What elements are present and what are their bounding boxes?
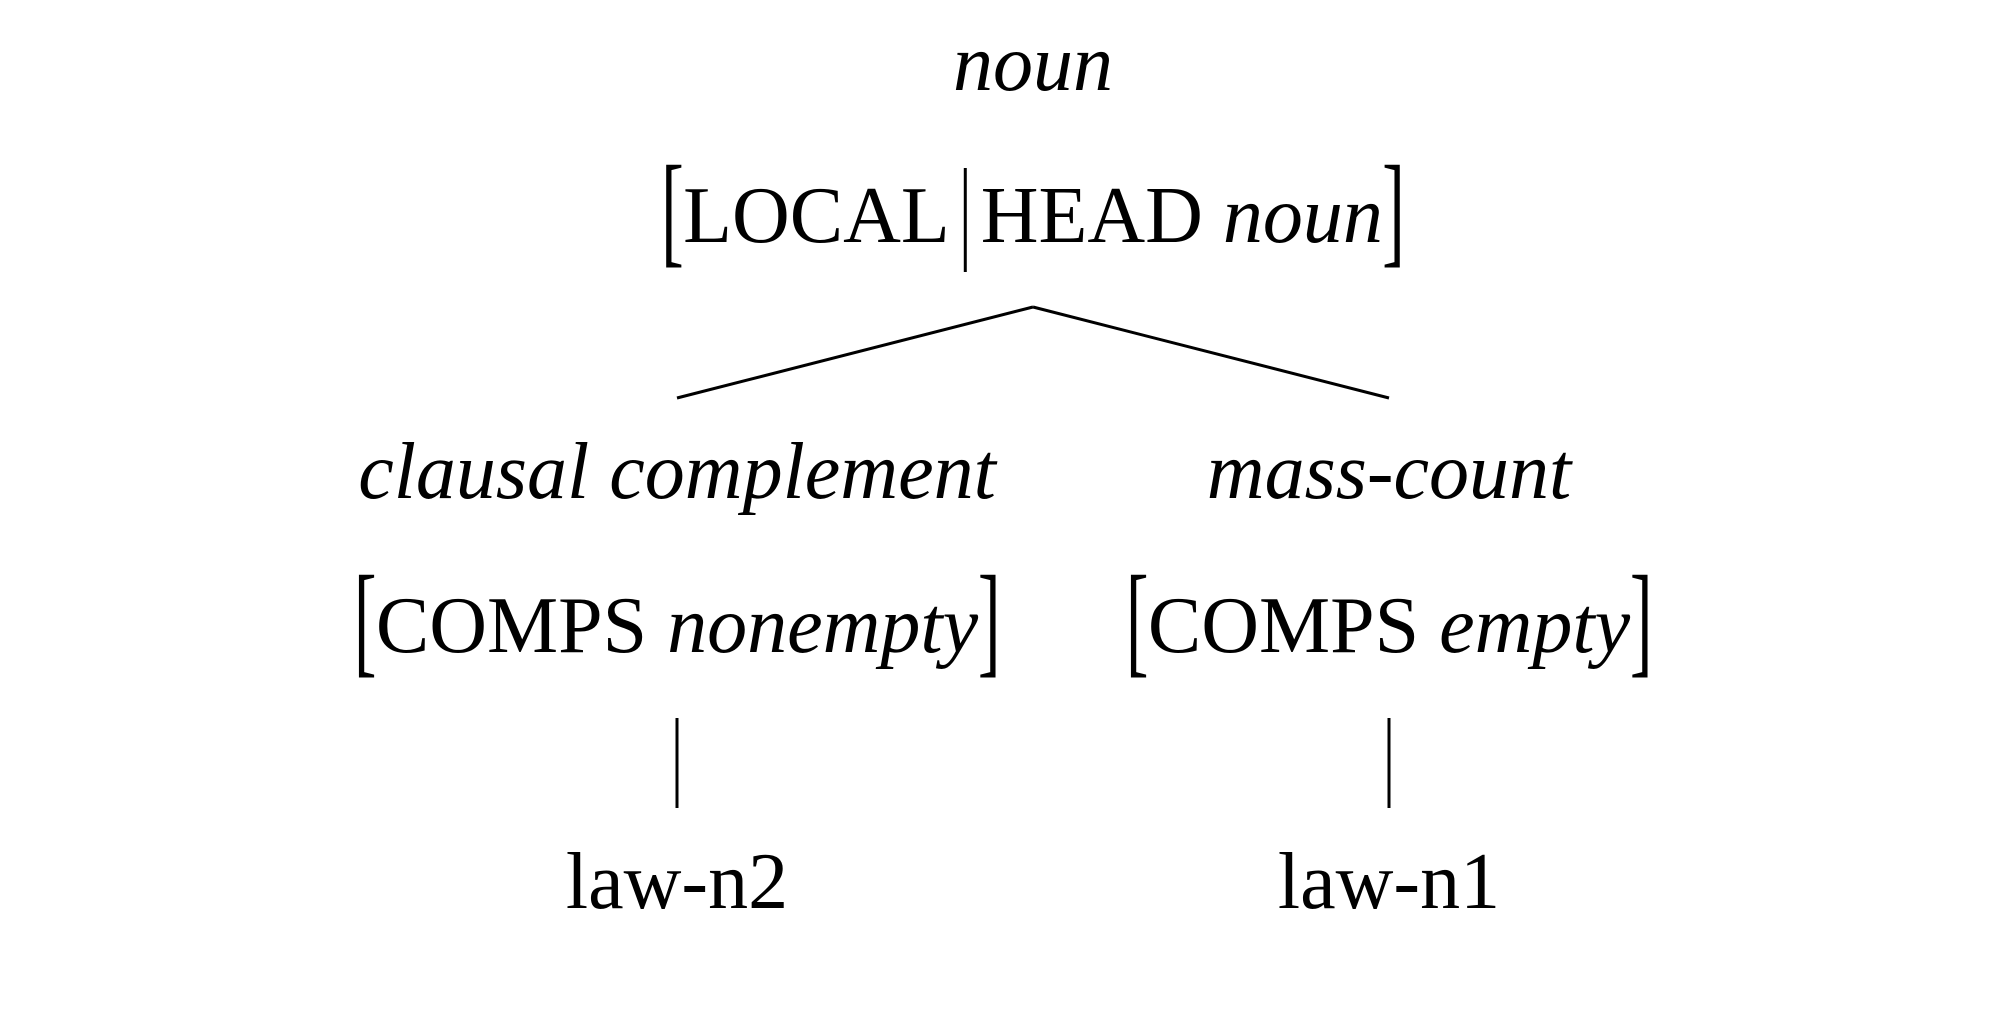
- avm-left-bracket: [: [1125, 551, 1149, 688]
- left-value: nonempty: [667, 582, 979, 670]
- root-value: noun: [1222, 172, 1383, 260]
- left-feature-comps: COMPS: [375, 582, 648, 670]
- right-type-label: mass-count: [1206, 428, 1572, 516]
- left-leaf: law-n2: [565, 838, 789, 926]
- left-type-label: clausal complement: [358, 428, 996, 516]
- edge-root-to-clausal-complement: [676, 305, 1034, 400]
- avm-right-bracket: ]: [977, 551, 1001, 688]
- avm-left-bracket: [: [353, 551, 377, 688]
- left-avm: [ COMPS nonempty ]: [345, 558, 1010, 682]
- right-leaf: law-n1: [1277, 838, 1501, 926]
- right-feature-comps: COMPS: [1147, 582, 1420, 670]
- right-avm: [ COMPS empty ]: [1117, 558, 1662, 682]
- avm-left-bracket: [: [661, 141, 684, 278]
- right-value: empty: [1439, 582, 1631, 670]
- avm-right-bracket: ]: [1382, 141, 1405, 278]
- root-avm: [ LOCAL HEAD noun ]: [652, 148, 1414, 272]
- root-feature-head: HEAD: [980, 172, 1203, 260]
- path-separator: [963, 168, 967, 272]
- avm-right-bracket: ]: [1629, 551, 1653, 688]
- root-type-label: noun: [953, 20, 1113, 108]
- edge-root-to-mass-count: [1032, 305, 1390, 400]
- root-feature-local: LOCAL: [683, 172, 950, 260]
